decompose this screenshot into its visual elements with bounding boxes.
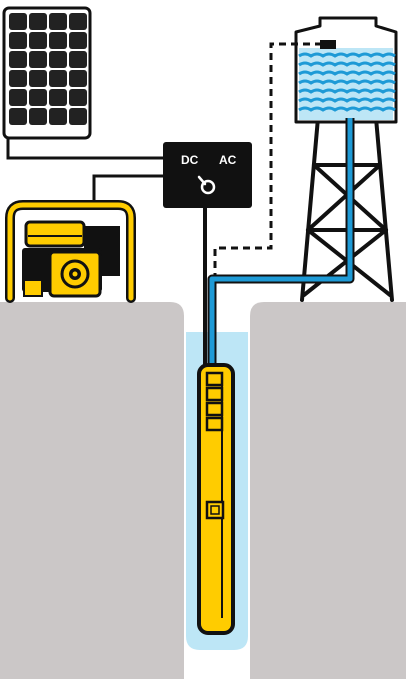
tank-wave (298, 97, 396, 103)
ground-right (250, 302, 406, 679)
tank-wave (298, 52, 396, 58)
solar-cell (29, 108, 47, 125)
solar-cell (9, 108, 27, 125)
ground-left (0, 302, 184, 679)
solar-cell (29, 89, 47, 106)
solar-cell (9, 32, 27, 49)
solar-cell (69, 32, 87, 49)
switch-icon (197, 175, 216, 195)
solar-cell (49, 32, 67, 49)
solar-cell (9, 70, 27, 87)
water-pipe-fill (209, 118, 353, 365)
solar-cell (49, 51, 67, 68)
solar-cell (69, 89, 87, 106)
solar-cells (9, 13, 87, 125)
solar-cell (29, 13, 47, 30)
solar-cell (49, 108, 67, 125)
controller-box: DC AC (163, 142, 252, 208)
generator-wire (92, 174, 163, 210)
solar-cell (29, 51, 47, 68)
solar-cell (69, 70, 87, 87)
tank-wave (298, 61, 396, 67)
pump-label-plate (205, 500, 225, 520)
solar-cell (49, 13, 67, 30)
solar-cell (49, 70, 67, 87)
solar-cell (69, 51, 87, 68)
tank-waves (298, 52, 396, 112)
ac-label: AC (219, 153, 237, 167)
tank-wave (298, 88, 396, 94)
solar-cell (9, 51, 27, 68)
solar-cell (9, 13, 27, 30)
solar-cell (49, 89, 67, 106)
solar-cell (29, 32, 47, 49)
tank-wave (298, 70, 396, 76)
solar-wire (6, 138, 163, 160)
water-tank-icon (294, 16, 398, 124)
tank-wave (298, 79, 396, 85)
solar-cell (69, 13, 87, 30)
solar-panel-icon (2, 6, 92, 140)
submersible-pump-icon (197, 363, 235, 635)
ground (0, 302, 406, 679)
tower-icon (300, 116, 394, 302)
tank-wave (298, 106, 396, 112)
dc-label: DC (181, 153, 199, 167)
solar-cell (29, 70, 47, 87)
generator-icon (5, 200, 136, 303)
solar-cell (69, 108, 87, 125)
solar-cell (9, 89, 27, 106)
